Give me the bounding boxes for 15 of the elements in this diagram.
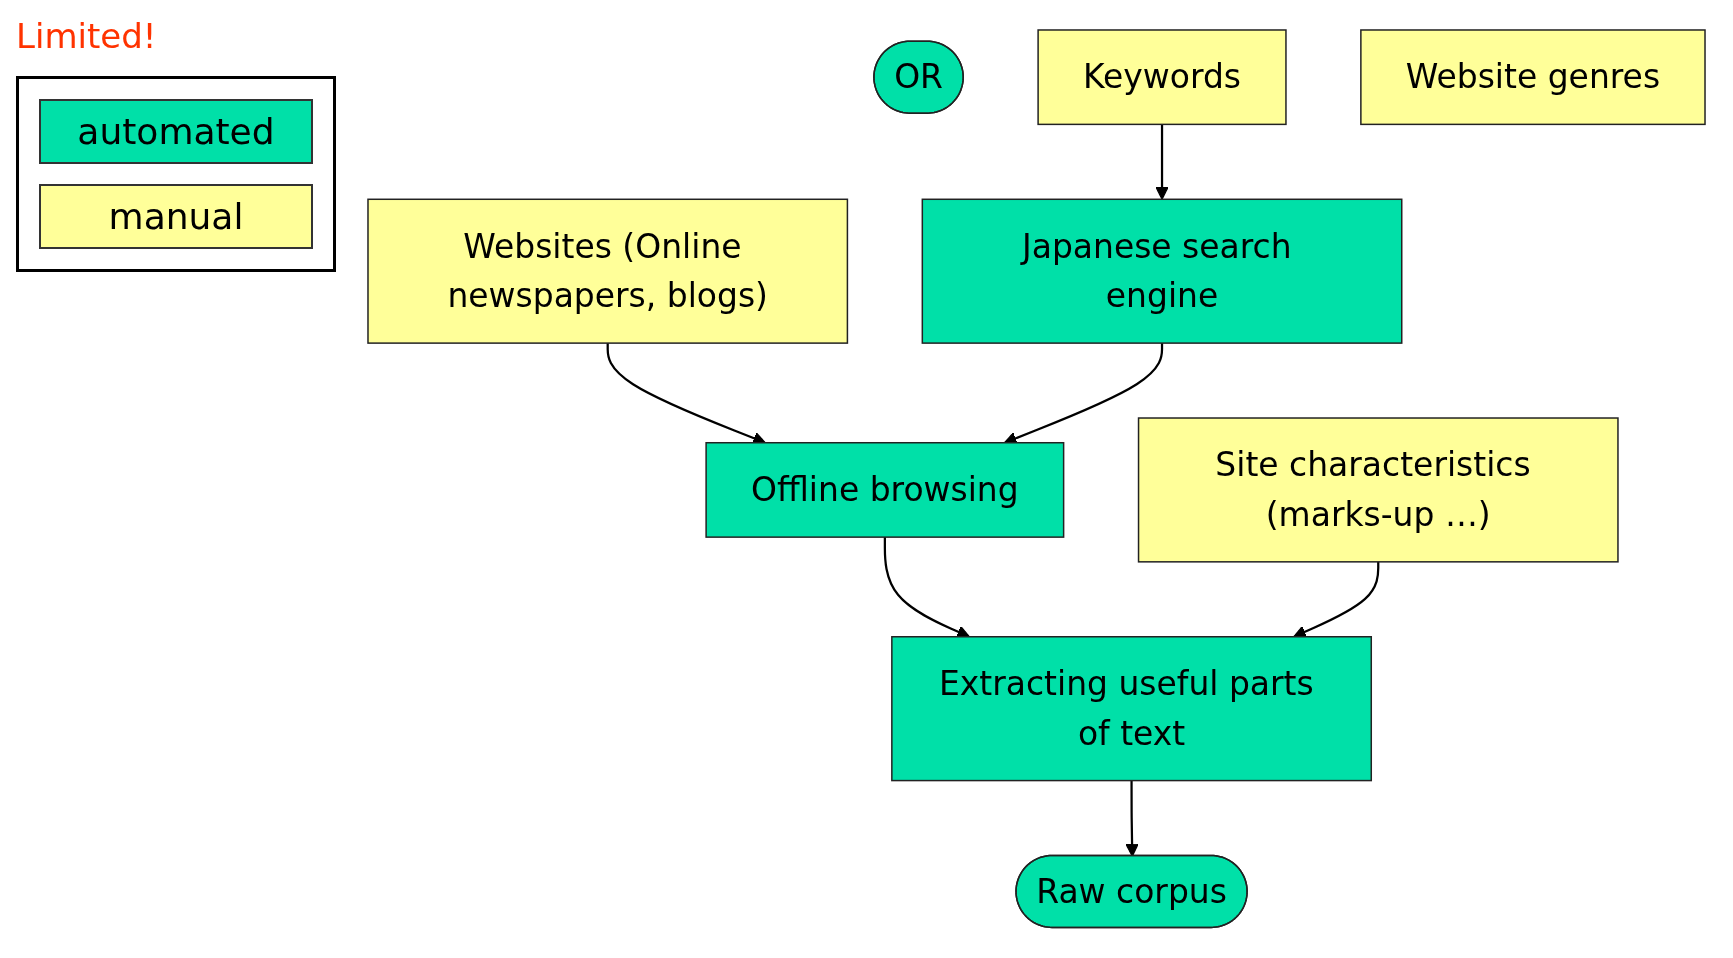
legend-swatch: manual — [39, 184, 313, 249]
node-box: Websites (Online newspapers, blogs) — [367, 198, 849, 345]
legend-swatch: automated — [39, 99, 313, 164]
node-box: Website genres — [1360, 29, 1706, 126]
node-box: Site characteristics (marks-up …) — [1137, 417, 1619, 563]
arrow — [606, 343, 766, 445]
arrow — [1293, 562, 1380, 639]
note-text: Limited! — [16, 16, 158, 56]
arrow — [1003, 343, 1164, 445]
node-box: Extracting useful parts of text — [891, 636, 1372, 782]
arrow — [1155, 124, 1169, 201]
node-box: Offline browsing — [705, 442, 1065, 539]
node-box: Keywords — [1037, 29, 1287, 126]
arrow — [883, 537, 970, 639]
node-box: Japanese search engine — [921, 198, 1403, 345]
